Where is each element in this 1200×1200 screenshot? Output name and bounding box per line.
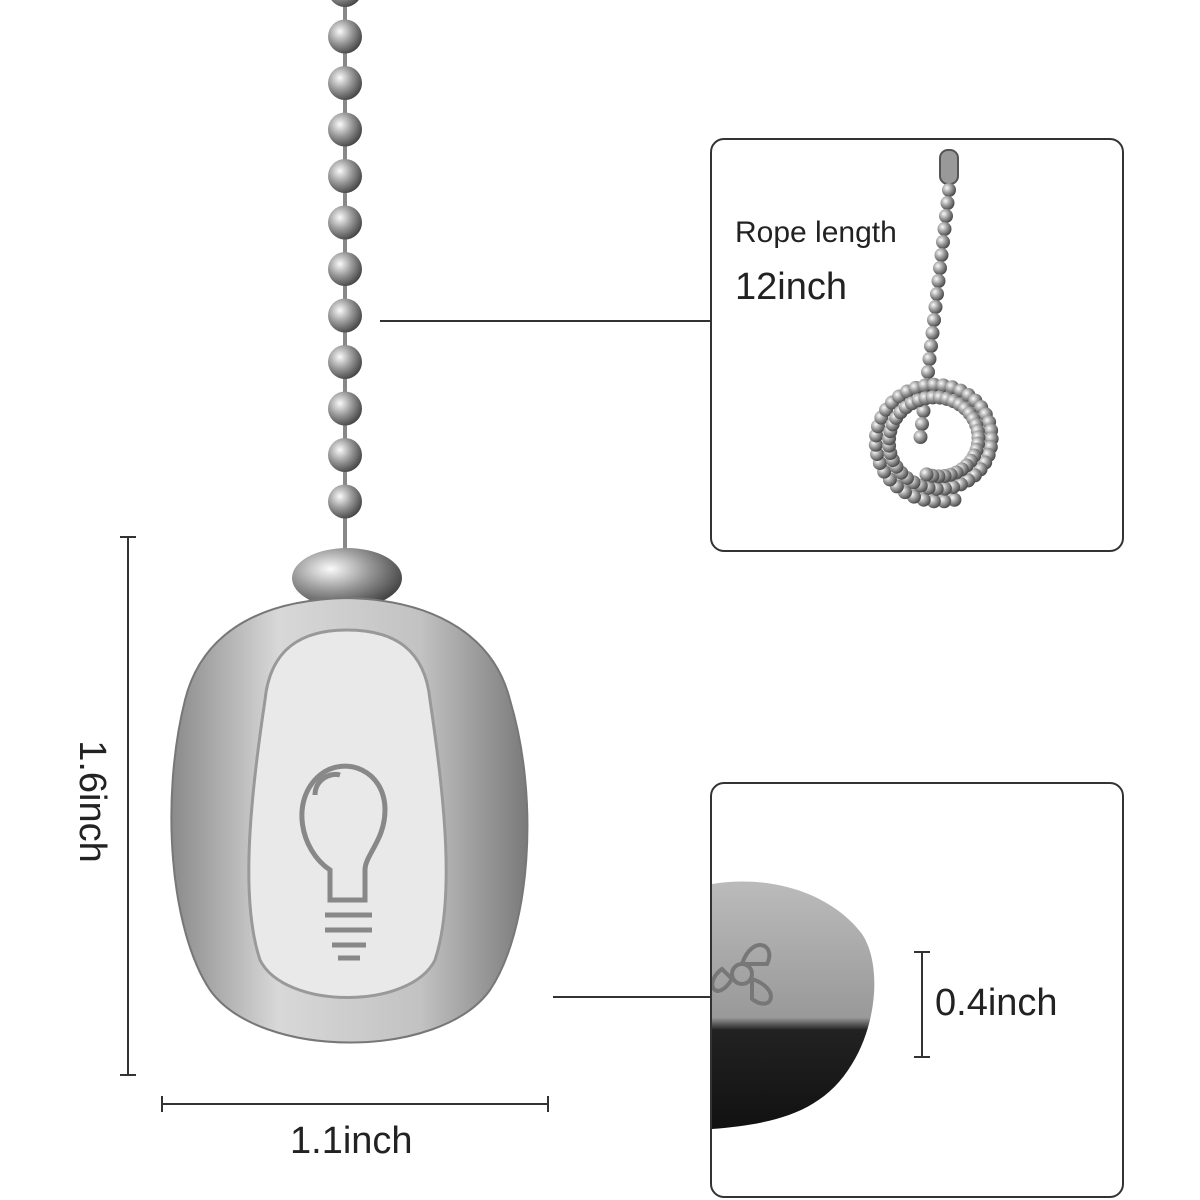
thickness-callout: 0.4inch [710, 782, 1124, 1198]
chain-bead [928, 300, 943, 314]
chain-bead [328, 438, 362, 472]
pendant-front [170, 548, 529, 1044]
chain-bead [931, 274, 946, 288]
chain-bead [927, 313, 941, 327]
chain-bead [925, 326, 940, 340]
chain-bead [937, 222, 952, 236]
fan-icon [712, 943, 773, 1006]
chain-bead [922, 352, 937, 366]
chain-bead [933, 261, 947, 275]
chain-bead [328, 391, 362, 426]
chain-bead [328, 345, 362, 379]
chain-bead [934, 248, 949, 262]
chain-bead [328, 66, 362, 100]
light-bulb-icon [299, 763, 388, 961]
ball-chain [328, 0, 362, 560]
chain-bead [328, 252, 362, 286]
chain-bead [940, 196, 955, 210]
thickness-label: 0.4inch [935, 982, 1058, 1024]
coiled-chain [868, 149, 999, 509]
rope-length-value: 12inch [735, 266, 847, 308]
chain-bead [942, 183, 956, 197]
chain-bead [331, 0, 359, 7]
chain-bead [328, 19, 362, 54]
chain-bead [936, 235, 950, 249]
chain-bead [328, 298, 362, 333]
chain-bead [939, 209, 953, 223]
chain-bead [937, 494, 952, 509]
chain-bead [930, 287, 944, 301]
rope-length-label: Rope length [735, 216, 897, 249]
dimension-lines [120, 536, 549, 1112]
chain-bead [915, 417, 929, 431]
pendant-side [712, 881, 930, 1129]
width-label: 1.1inch [290, 1120, 413, 1162]
chain-bead [328, 205, 362, 240]
chain-bead [921, 365, 935, 379]
chain-bead [328, 484, 362, 519]
chain-bead [328, 159, 362, 193]
chain-bead [919, 467, 934, 482]
rope-length-callout: Rope length 12inch [710, 138, 1124, 552]
chain-bead [913, 430, 928, 444]
chain-bead [328, 112, 362, 147]
height-label: 1.6inch [70, 740, 113, 863]
chain-bead [916, 404, 931, 418]
chain-bead [924, 339, 938, 353]
chain-bead [947, 492, 962, 507]
